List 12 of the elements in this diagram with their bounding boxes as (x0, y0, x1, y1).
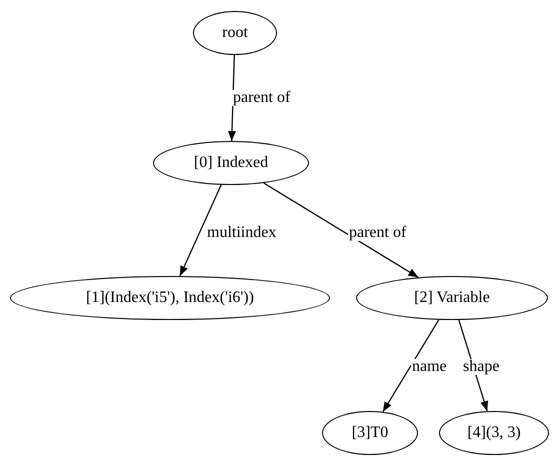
arrow (382, 319, 440, 412)
ellipse-node: [0] Indexed (153, 141, 309, 185)
arrow (263, 182, 419, 278)
ellipse-node: [3]T0 (322, 411, 418, 455)
edge-label: shape (462, 359, 500, 375)
edge-label: parent of (348, 225, 408, 241)
ellipse-node: [4](3, 3) (439, 411, 549, 455)
ellipse-node: [2] Variable (356, 276, 548, 320)
edge-label: parent of (232, 90, 292, 106)
ellipse-node: [1](Index('i5'), Index('i6')) (10, 276, 330, 320)
arrow (179, 184, 222, 276)
ellipse-node: root (193, 11, 277, 55)
